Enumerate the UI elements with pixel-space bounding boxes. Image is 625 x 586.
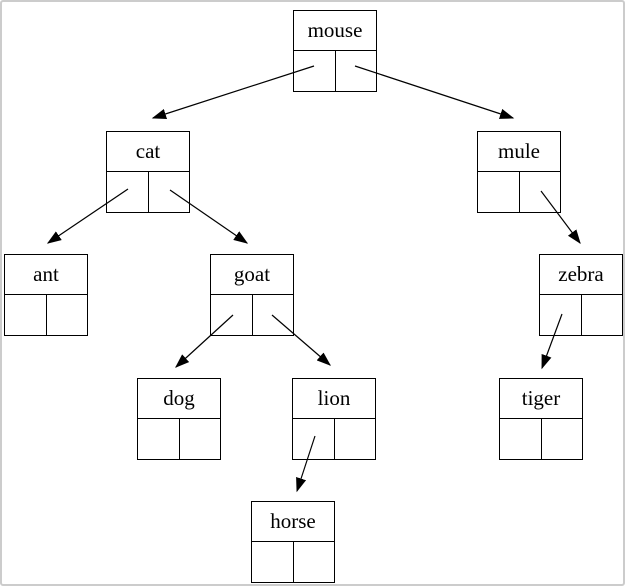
node-label-goat: goat (211, 255, 293, 295)
node-label-cat: cat (107, 132, 189, 172)
left-pointer-cell (252, 542, 294, 582)
tree-node-lion: lion (292, 378, 376, 460)
node-label-zebra: zebra (540, 255, 622, 295)
edge-mouse-right-mule (354, 65, 515, 119)
right-pointer-cell (582, 295, 623, 335)
left-pointer-cell (5, 295, 47, 335)
node-pointer-cells (478, 172, 560, 212)
right-pointer-cell (542, 419, 583, 459)
node-pointer-cells (211, 295, 293, 335)
left-pointer-cell (138, 419, 180, 459)
node-label-ant: ant (5, 255, 87, 295)
right-pointer-cell (294, 542, 335, 582)
tree-node-mouse: mouse (293, 10, 377, 92)
tree-node-zebra: zebra (539, 254, 623, 336)
node-label-mule: mule (478, 132, 560, 172)
node-pointer-cells (252, 542, 334, 582)
left-pointer-cell (500, 419, 542, 459)
node-pointer-cells (5, 295, 87, 335)
node-label-mouse: mouse (294, 11, 376, 51)
right-pointer-cell (253, 295, 294, 335)
node-pointer-cells (293, 419, 375, 459)
left-pointer-cell (478, 172, 520, 212)
tree-node-mule: mule (477, 131, 561, 213)
edge-mouse-left-cat (151, 65, 315, 119)
node-pointer-cells (138, 419, 220, 459)
node-pointer-cells (500, 419, 582, 459)
right-pointer-cell (336, 51, 377, 91)
left-pointer-cell (540, 295, 582, 335)
node-label-horse: horse (252, 502, 334, 542)
node-pointer-cells (107, 172, 189, 212)
tree-node-dog: dog (137, 378, 221, 460)
left-pointer-cell (211, 295, 253, 335)
tree-node-ant: ant (4, 254, 88, 336)
left-pointer-cell (107, 172, 149, 212)
right-pointer-cell (180, 419, 221, 459)
tree-node-cat: cat (106, 131, 190, 213)
right-pointer-cell (149, 172, 190, 212)
right-pointer-cell (335, 419, 376, 459)
tree-node-horse: horse (251, 501, 335, 583)
left-pointer-cell (294, 51, 336, 91)
right-pointer-cell (520, 172, 561, 212)
node-pointer-cells (540, 295, 622, 335)
node-label-lion: lion (293, 379, 375, 419)
node-pointer-cells (294, 51, 376, 91)
tree-node-goat: goat (210, 254, 294, 336)
node-label-tiger: tiger (500, 379, 582, 419)
tree-node-tiger: tiger (499, 378, 583, 460)
left-pointer-cell (293, 419, 335, 459)
node-label-dog: dog (138, 379, 220, 419)
right-pointer-cell (47, 295, 88, 335)
